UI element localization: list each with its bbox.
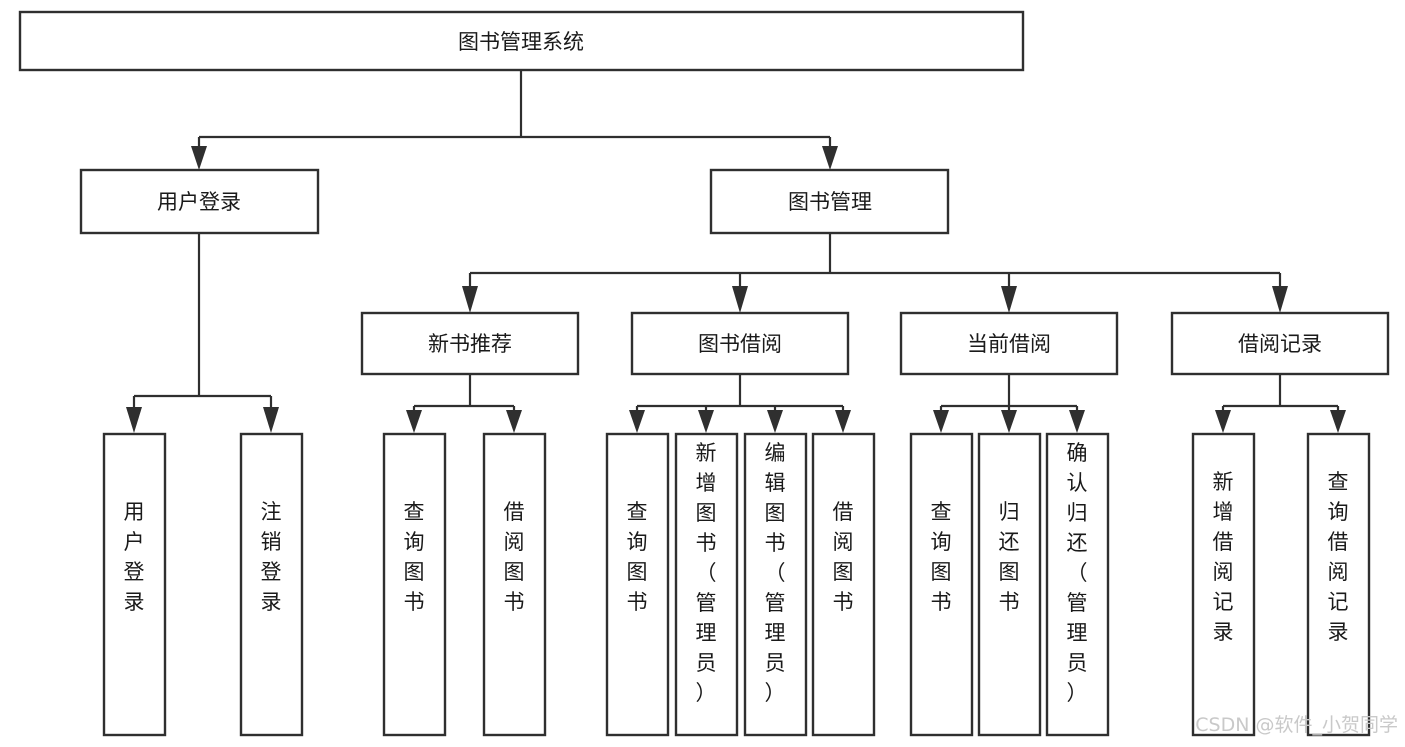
node-user-login-label: 用户登录 xyxy=(157,190,241,214)
leaf-node-record-query[interactable]: 查询借阅记录 xyxy=(1306,432,1371,737)
leaf-node-borrow-query-book-box[interactable] xyxy=(605,432,670,737)
leaf-node-record-add-box[interactable] xyxy=(1191,432,1256,737)
node-book-borrow[interactable]: 图书借阅 xyxy=(630,311,850,376)
node-book-borrow-box[interactable] xyxy=(630,311,850,376)
leaf-node-recommend-query-book[interactable]: 查询图书 xyxy=(382,432,447,737)
leaf-node-current-confirm-return-box[interactable] xyxy=(1045,432,1110,737)
leaf-node-borrow-add-book-box[interactable] xyxy=(674,432,739,737)
arrowhead-borrow-leaf-2 xyxy=(698,410,714,433)
arrowhead-borrow-leaf-3 xyxy=(767,410,783,433)
node-book-management[interactable]: 图书管理 xyxy=(709,168,950,235)
leaf-node-borrow-add-book[interactable]: 新增图书（管理员） xyxy=(674,432,739,737)
arrowhead-current-leaf-2 xyxy=(1001,410,1017,433)
leaf-node-record-add-label: 新增借阅记录 xyxy=(1213,470,1234,644)
leaf-node-current-query-book-box[interactable] xyxy=(909,432,974,737)
csdn-watermark: CSDN @软件_小贺同学 xyxy=(1195,714,1398,736)
leaf-node-logout-box[interactable] xyxy=(239,432,304,737)
node-new-book-recommend-box[interactable] xyxy=(360,311,580,376)
leaf-node-borrow-add-book-label: 新增图书（管理员） xyxy=(696,441,717,705)
node-user-login[interactable]: 用户登录 xyxy=(79,168,320,235)
leaf-node-current-confirm-return-label: 确认归还（管理员） xyxy=(1067,441,1088,705)
node-new-book-recommend[interactable]: 新书推荐 xyxy=(360,311,580,376)
node-book-borrow-label: 图书借阅 xyxy=(698,332,782,356)
leaf-node-borrow-borrow-book-box[interactable] xyxy=(811,432,876,737)
node-book-management-label: 图书管理 xyxy=(788,190,872,214)
leaf-node-current-confirm-return[interactable]: 确认归还（管理员） xyxy=(1045,432,1110,737)
arrowhead-book-mgmt xyxy=(822,146,838,170)
leaf-node-recommend-borrow-book-label: 借阅图书 xyxy=(504,500,525,614)
leaf-node-borrow-edit-book[interactable]: 编辑图书（管理员） xyxy=(743,432,808,737)
leaf-node-borrow-edit-book-box[interactable] xyxy=(743,432,808,737)
node-new-book-recommend-label: 新书推荐 xyxy=(428,332,512,356)
leaf-node-user-login[interactable]: 用户登录 xyxy=(102,432,167,737)
leaf-node-recommend-borrow-book-box[interactable] xyxy=(482,432,547,737)
arrowhead-leaf-logout xyxy=(263,407,279,433)
leaf-node-borrow-borrow-book-label: 借阅图书 xyxy=(833,500,854,614)
arrowhead-borrow-record xyxy=(1272,286,1288,313)
arrowhead-record-leaf-2 xyxy=(1330,410,1346,433)
arrowhead-borrow-leaf-4 xyxy=(835,410,851,433)
node-current-borrow[interactable]: 当前借阅 xyxy=(899,311,1119,376)
leaf-node-current-return-book-label: 归还图书 xyxy=(999,500,1020,614)
leaf-node-current-query-book-label: 查询图书 xyxy=(931,500,952,614)
leaf-node-borrow-edit-book-label: 编辑图书（管理员） xyxy=(765,441,786,705)
arrowhead-leaf-user-login xyxy=(126,407,142,433)
leaf-node-logout-label: 注销登录 xyxy=(261,500,282,614)
arrowhead-user-login xyxy=(191,146,207,170)
leaf-node-record-query-box[interactable] xyxy=(1306,432,1371,737)
leaf-node-user-login-label: 用户登录 xyxy=(124,500,145,614)
leaf-node-record-add[interactable]: 新增借阅记录 xyxy=(1191,432,1256,737)
leaf-node-current-return-book[interactable]: 归还图书 xyxy=(977,432,1042,737)
node-book-management-box[interactable] xyxy=(709,168,950,235)
arrowhead-new-book-recommend xyxy=(462,286,478,313)
node-borrow-record-box[interactable] xyxy=(1170,311,1390,376)
leaf-node-current-return-book-box[interactable] xyxy=(977,432,1042,737)
leaf-node-record-query-label: 查询借阅记录 xyxy=(1328,470,1349,644)
arrowhead-book-borrow xyxy=(732,286,748,313)
leaf-node-current-query-book[interactable]: 查询图书 xyxy=(909,432,974,737)
node-root-box[interactable] xyxy=(18,10,1025,72)
arrowhead-recommend-leaf-1 xyxy=(406,410,422,433)
arrowhead-current-leaf-3 xyxy=(1069,410,1085,433)
leaf-node-recommend-query-book-label: 查询图书 xyxy=(404,500,425,614)
node-borrow-record-label: 借阅记录 xyxy=(1238,332,1322,356)
arrowhead-borrow-leaf-1 xyxy=(629,410,645,433)
leaf-node-user-login-box[interactable] xyxy=(102,432,167,737)
connector-layer xyxy=(126,70,1346,433)
node-user-login-box[interactable] xyxy=(79,168,320,235)
node-current-borrow-label: 当前借阅 xyxy=(967,332,1051,356)
node-root-system[interactable]: 图书管理系统 xyxy=(18,10,1025,72)
node-borrow-record[interactable]: 借阅记录 xyxy=(1170,311,1390,376)
leaf-node-borrow-query-book[interactable]: 查询图书 xyxy=(605,432,670,737)
arrowhead-record-leaf-1 xyxy=(1215,410,1231,433)
arrowhead-current-borrow xyxy=(1001,286,1017,313)
leaf-node-recommend-borrow-book[interactable]: 借阅图书 xyxy=(482,432,547,737)
arrowhead-recommend-leaf-2 xyxy=(506,410,522,433)
node-current-borrow-box[interactable] xyxy=(899,311,1119,376)
leaf-node-recommend-query-book-box[interactable] xyxy=(382,432,447,737)
node-root-label: 图书管理系统 xyxy=(458,30,584,54)
leaf-node-borrow-query-book-label: 查询图书 xyxy=(627,500,648,614)
leaf-node-borrow-borrow-book[interactable]: 借阅图书 xyxy=(811,432,876,737)
arrowhead-current-leaf-1 xyxy=(933,410,949,433)
leaf-node-logout[interactable]: 注销登录 xyxy=(239,432,304,737)
